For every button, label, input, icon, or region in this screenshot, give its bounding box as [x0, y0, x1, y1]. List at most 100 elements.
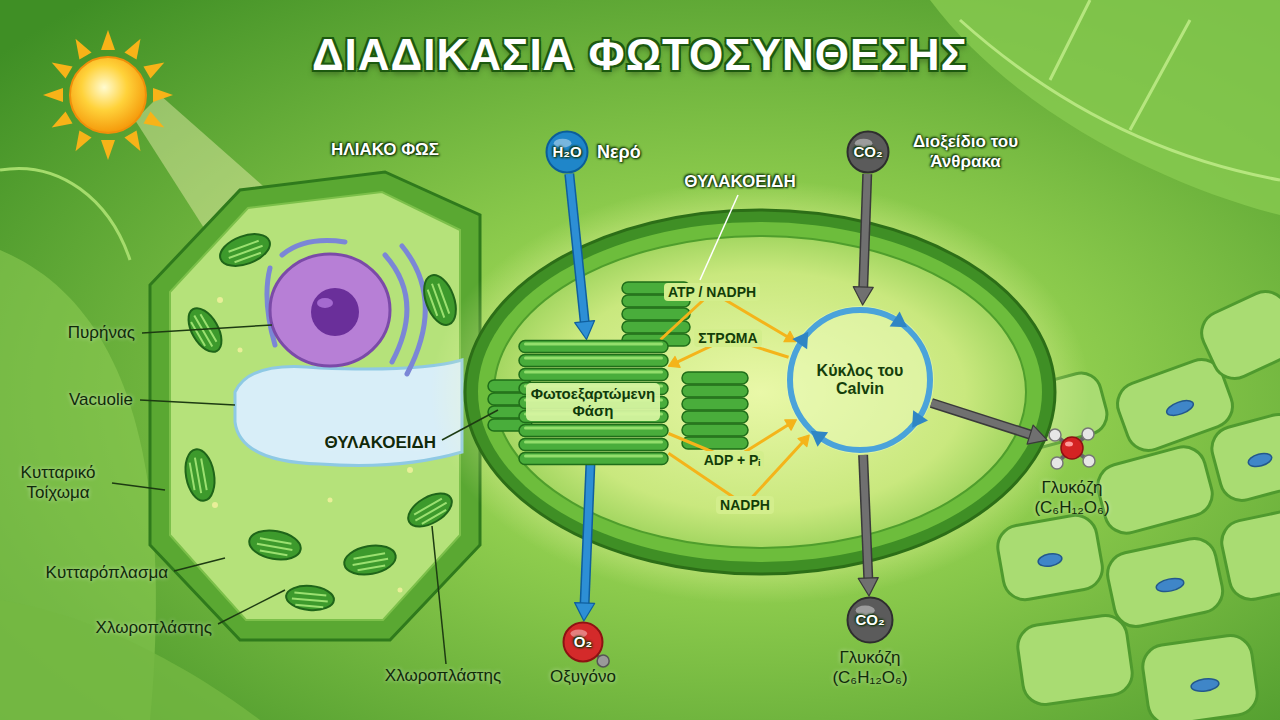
thylakoid-stack-outline: [519, 368, 668, 380]
sun: [43, 88, 63, 102]
edge-label: NADPH: [716, 496, 774, 514]
calvin-cycle: Κύκλος του Calvin: [785, 305, 935, 455]
nucleus: [311, 288, 359, 336]
leader-line: [432, 526, 446, 664]
cell-chloroplasts: [291, 592, 328, 607]
cell-chloroplasts: [352, 553, 390, 571]
right-cells: [1207, 410, 1280, 506]
flow-arrow: [575, 465, 595, 622]
background-leaves: [0, 168, 130, 260]
nucleus: [270, 254, 390, 366]
right-cells: [1037, 398, 1273, 693]
right-cells: [1247, 451, 1273, 469]
cell-chloroplasts: [285, 584, 335, 612]
calvin-cycle-outline: [912, 410, 928, 427]
part-label: Κυτταρόπλασμα: [46, 563, 168, 583]
nucleus: [267, 241, 425, 374]
thylakoid-stacks: [682, 398, 748, 410]
sun: [124, 130, 146, 154]
arrow-line: [931, 403, 1031, 435]
thylakoid-stacks: [622, 308, 690, 320]
substance-name: Διοξείδιο του Άνθρακα: [898, 132, 1033, 171]
glucose-molecule-outline: [1065, 442, 1073, 447]
right-cells: [1218, 507, 1280, 604]
chem-formula: H₂O: [552, 143, 581, 160]
cell-chloroplasts: [403, 487, 458, 534]
nucleus: [317, 298, 333, 308]
plant-cell: [150, 172, 480, 640]
leader-line: [112, 325, 498, 664]
plant-cell: [217, 297, 223, 303]
arrow-head: [785, 420, 797, 430]
sun: [69, 35, 91, 59]
plant-cell: [150, 172, 480, 640]
chem-formula: CO₂: [855, 611, 884, 628]
glucose-molecule: Γλυκόζη (C₆H₁₂O₆): [1046, 422, 1098, 474]
calvin-cycle-outline: [792, 332, 808, 349]
substance-circle: CO₂Διοξείδιο του Άνθρακα: [846, 130, 890, 174]
background-leaves: [960, 0, 1280, 180]
right-cells: [1104, 534, 1227, 630]
cell-chloroplasts: [247, 527, 303, 564]
flow-arrow: [669, 435, 810, 505]
cell-chloroplasts: [256, 538, 294, 556]
cell-chloroplasts: [426, 282, 450, 320]
calvin-cycle-outline: [811, 431, 828, 447]
thylakoid-stack-outline: [524, 454, 663, 457]
cell-chloroplasts: [216, 228, 274, 272]
cell-chloroplasts: [189, 457, 207, 495]
leader-line: [174, 558, 225, 571]
leader-line: [700, 195, 738, 280]
arrow-heads: [575, 321, 595, 340]
right-cells: [1037, 552, 1063, 568]
sun: [70, 57, 146, 133]
cell-chloroplasts: [412, 498, 449, 526]
arrow-heads: [853, 287, 873, 305]
cell-chloroplasts: [189, 312, 217, 349]
arrow-head: [853, 287, 873, 305]
right-cells: [1093, 442, 1217, 538]
arrow-heads: [858, 578, 878, 596]
thylakoid-stacks: [488, 282, 748, 449]
sun: [101, 30, 115, 50]
substance-circle-outline: [547, 132, 588, 173]
arrow-head: [669, 357, 681, 368]
product-name: Γλυκόζη (C₆H₁₂O₆): [1012, 478, 1132, 517]
product-name: Γλυκόζη (C₆H₁₂O₆): [810, 648, 930, 687]
calvin-cycle-outline: [890, 311, 907, 327]
leader-line: [218, 590, 285, 624]
substance-name: Νερό: [597, 142, 641, 163]
cell-chloroplasts: [247, 527, 303, 564]
cell-chloroplasts: [285, 584, 335, 612]
glucose-molecule-outline: [1049, 429, 1061, 441]
plant-cell: [407, 467, 413, 473]
substance-circle: CO₂Γλυκόζη (C₆H₁₂O₆): [846, 596, 894, 644]
sun: [153, 88, 173, 102]
substance-circle: H₂OΝερό: [545, 130, 589, 174]
thylakoid-stack-outline: [519, 438, 668, 450]
thylakoid-stack-outline: [519, 424, 668, 436]
edge-label: ΣΤΡΩΜΑ: [694, 329, 761, 347]
arrow-outline: [863, 174, 867, 288]
glucose-molecule-outline: [1051, 457, 1063, 469]
thylakoid-stack-outline: [524, 426, 663, 429]
thylakoid-stack-outline: [524, 370, 663, 373]
glucose-molecule-outline: [1061, 437, 1083, 459]
flow-arrow: [858, 455, 878, 596]
thylakoid-stack-outline: [519, 452, 668, 464]
arrow-heads: [785, 420, 797, 430]
arrow-outline: [863, 455, 868, 579]
background-leaves: [930, 0, 1280, 215]
calvin-cycle-outline: [790, 310, 930, 450]
sun: [143, 56, 167, 78]
substance-circle-outline: [564, 623, 603, 662]
thylakoid-stacks: [682, 385, 748, 397]
chloroplast: [430, 180, 1090, 604]
right-cells: [1194, 284, 1280, 385]
thylakoid-stack: Φωτοεξαρτώμενη Φάση: [518, 340, 669, 465]
diagram-title: ΔΙΑΔΙΚΑΣΙΑ ΦΩΤΟΣΥΝΘΕΣΗΣ: [0, 30, 1280, 80]
leader-line: [140, 400, 235, 405]
arrow-line: [569, 174, 584, 323]
